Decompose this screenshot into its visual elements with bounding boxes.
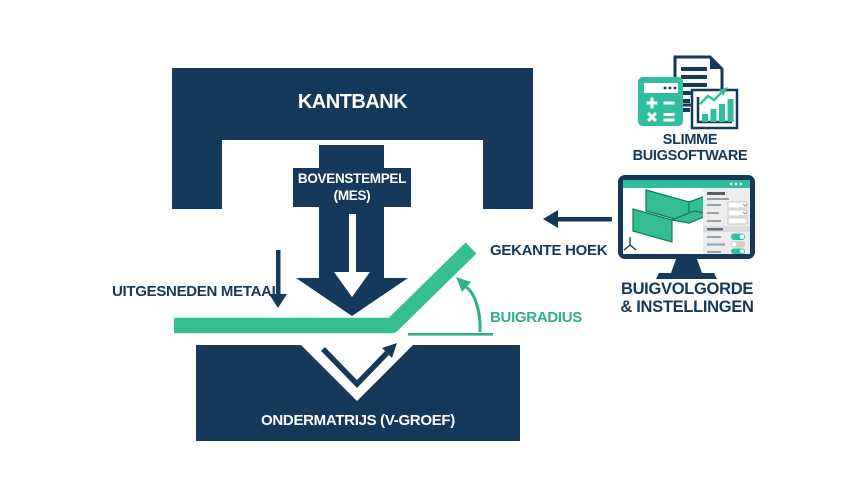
dropdown bbox=[727, 201, 748, 209]
monitor-caption: BUIGVOLGORDE & INSTELLINGEN bbox=[607, 280, 767, 317]
titlebar-dot bbox=[734, 182, 738, 186]
software-title: SLIMME BUIGSOFTWARE bbox=[612, 132, 768, 165]
section-bar bbox=[703, 226, 750, 232]
titlebar-dot bbox=[729, 182, 733, 186]
settings-panel bbox=[703, 188, 750, 254]
software-title-line1: SLIMME bbox=[662, 132, 718, 148]
monitor-caption-line2: & INSTELLINGEN bbox=[620, 297, 754, 316]
left-arrow-icon bbox=[543, 210, 612, 228]
input-box bbox=[727, 217, 748, 225]
line-chart-arrow-icon bbox=[699, 87, 728, 105]
press-brake-frame-icon bbox=[172, 68, 533, 209]
cad-model-icon bbox=[632, 189, 714, 243]
die-label: ONDERMATRIJS (V-GROEF) bbox=[261, 412, 455, 429]
monitor-icon bbox=[618, 175, 755, 279]
calculator-icon bbox=[638, 77, 683, 126]
bent-sheet-icon bbox=[174, 242, 477, 334]
punch-label-line1: BOVENSTEMPEL bbox=[297, 171, 407, 187]
software-title-line2: BUIGSOFTWARE bbox=[632, 147, 748, 164]
monitor-stand-neck bbox=[671, 259, 702, 273]
punch-inner-arrow-head bbox=[334, 272, 370, 297]
titlebar-dot bbox=[739, 182, 743, 186]
software-icon-cluster bbox=[638, 55, 739, 130]
monitor-caption-line1: BUIGVOLGORDE bbox=[620, 280, 754, 298]
sheet-label: UITGESNEDEN METAAL bbox=[112, 283, 281, 300]
bend-radius-arc-arrow-icon bbox=[456, 277, 482, 333]
axis-triad-icon bbox=[623, 237, 637, 251]
punch-label-line2: (MES) bbox=[333, 187, 371, 203]
chart-document-icon bbox=[690, 87, 739, 130]
screen-titlebar bbox=[623, 180, 750, 188]
punch-inner-arrow-shaft bbox=[349, 214, 356, 274]
machine-title: KANTBANK bbox=[297, 91, 408, 113]
down-arrow-icon bbox=[269, 250, 287, 308]
bar-chart-icon bbox=[702, 99, 734, 122]
v-groove-die-icon bbox=[196, 345, 520, 441]
punch-arrow-icon bbox=[296, 145, 408, 316]
dropdown bbox=[727, 209, 748, 217]
bent-corner-label: GEKANTE HOEK bbox=[490, 242, 608, 259]
v-bounce-arrow-icon bbox=[321, 343, 397, 388]
bend-radius-label: BUIGRADIUS bbox=[490, 309, 583, 326]
punch-label-box: BOVENSTEMPEL (MES) bbox=[293, 168, 411, 207]
monitor-stand-base bbox=[656, 273, 717, 279]
angle-baseline bbox=[408, 333, 493, 336]
